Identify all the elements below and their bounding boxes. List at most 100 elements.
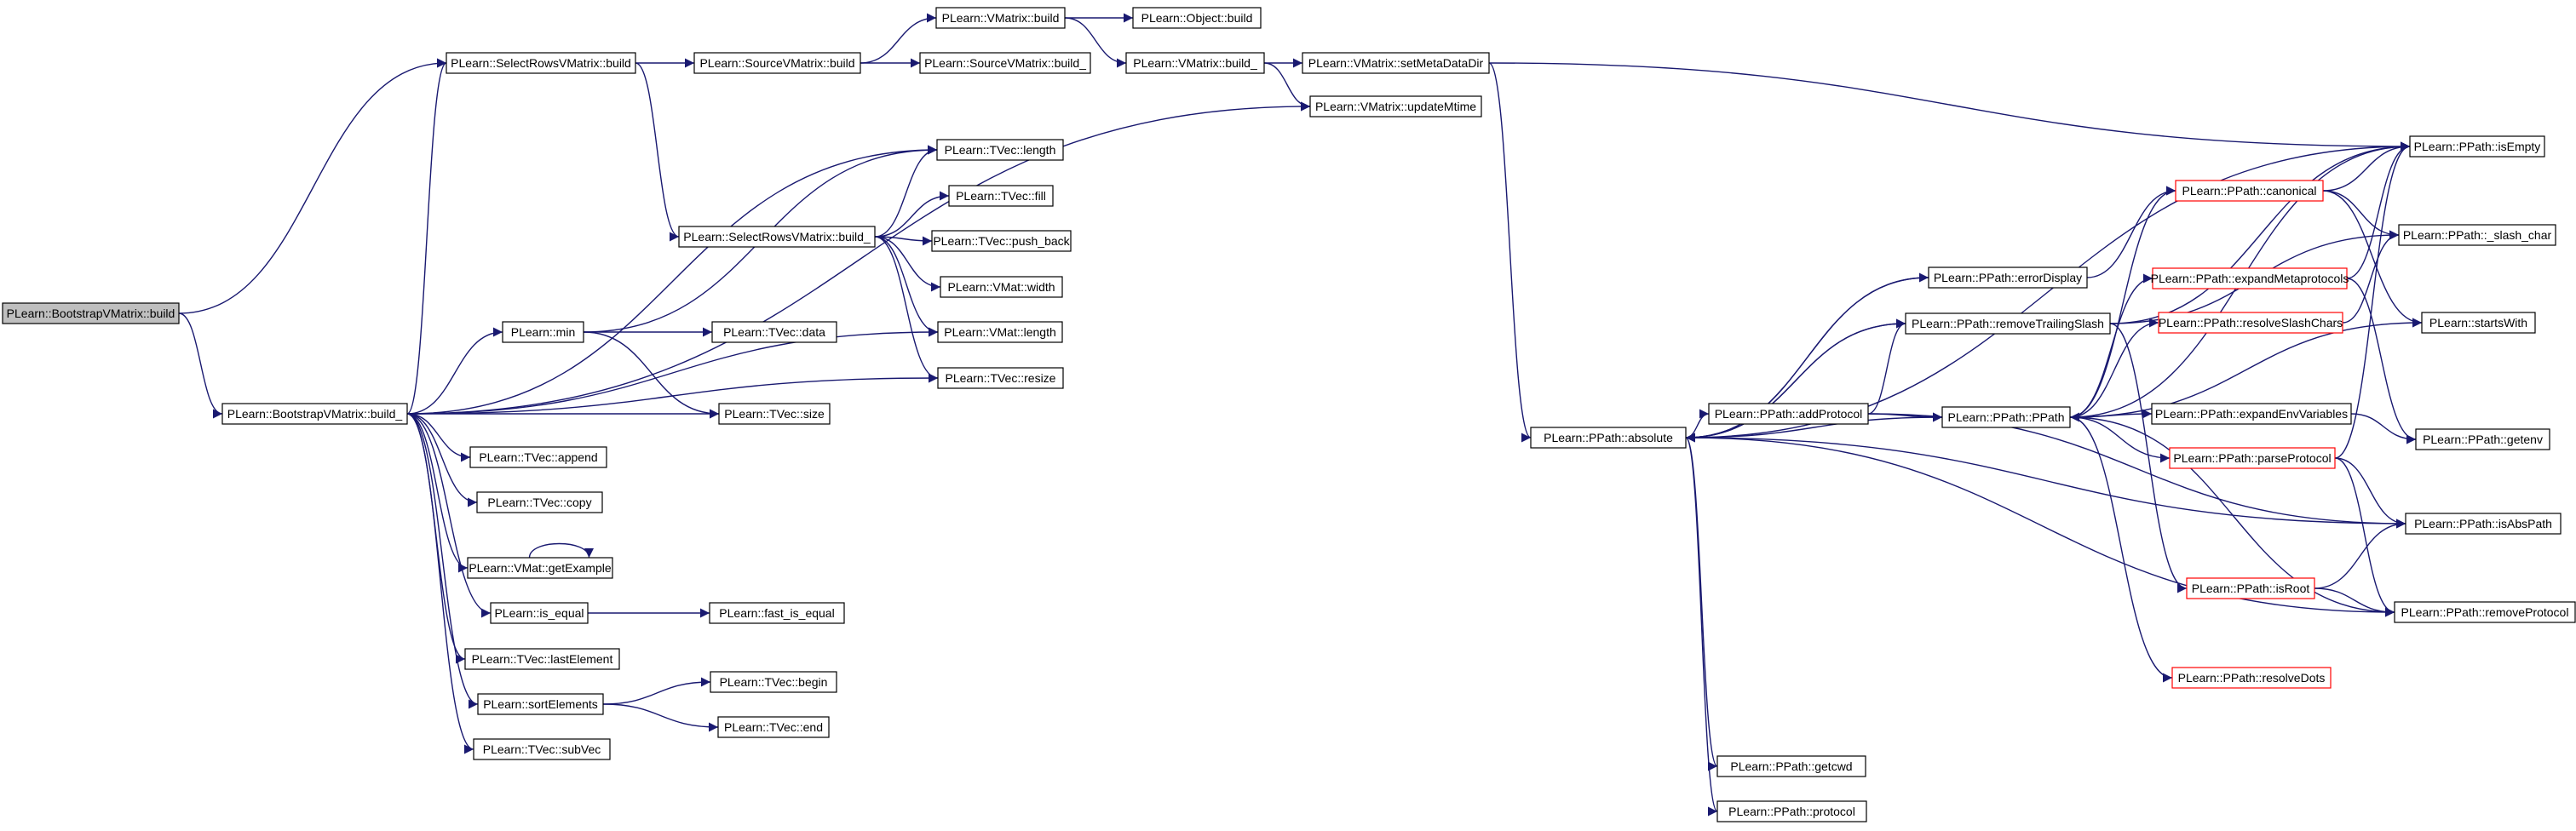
edge-pp_parseproto-to-pp_isempty [2334,141,2411,459]
node-label: PLearn::TVec::resize [946,371,1056,385]
edge-srvm_build-to-srvm_build_ [635,62,680,242]
edge-pp_errdisp-to-pp_canonical [2086,186,2176,278]
node-tv-last[interactable]: PLearn::TVec::lastElement [464,648,620,670]
node-box [936,139,1064,161]
node-tv-push[interactable]: PLearn::TVec::push_back [931,230,1072,252]
edge-min-to-tv_size [583,331,720,419]
node-vmat-length[interactable]: PLearn::VMat::length [937,321,1063,343]
node-srvm-build-[interactable]: PLearn::SelectRowsVMatrix::build_ [678,226,876,248]
node-label: PLearn::SelectRowsVMatrix::build [451,56,631,70]
node-tv-end[interactable]: PLearn::TVec::end [717,716,830,738]
node-tv-resize[interactable]: PLearn::TVec::resize [937,367,1064,389]
node-obj-build[interactable]: PLearn::Object::build [1132,7,1262,29]
node-pp-remtrail[interactable]: PLearn::PPath::removeTrailingSlash [1905,312,2111,335]
node-label: PLearn::fast_is_equal [719,606,834,620]
node-pp-isempty[interactable]: PLearn::PPath::isEmpty [2409,135,2545,158]
node-sortel[interactable]: PLearn::sortElements [477,693,604,715]
node-tv-append[interactable]: PLearn::TVec::append [469,446,607,468]
node-label: PLearn::TVec::size [724,407,825,421]
edge-pp_ppath-to-pp_resslash [2069,318,2159,418]
node-pp-canonical[interactable]: PLearn::PPath::canonical [2175,180,2324,202]
node-tv-fill[interactable]: PLearn::TVec::fill [948,185,1054,207]
node-pp-expenv[interactable]: PLearn::PPath::expandEnvVariables [2151,403,2352,425]
node-pp-getcwd[interactable]: PLearn::PPath::getcwd [1716,755,1866,777]
node-label: PLearn::TVec::push_back [933,234,1070,248]
edge-pp_canonical-to-startswith [2322,190,2423,328]
node-box [711,321,837,343]
node-startswith[interactable]: PLearn::startsWith [2421,312,2536,334]
node-label: PLearn::VMat::width [947,280,1055,294]
edge-srvm_build_-to-vmat_width [874,236,941,292]
node-tv-length[interactable]: PLearn::TVec::length [936,139,1064,161]
node-box [1530,427,1687,449]
edge-pp_expmeta-to-pp_isempty [2346,141,2411,279]
node-svm-build[interactable]: PLearn::SourceVMatrix::build [693,52,861,74]
node-tv-subvec[interactable]: PLearn::TVec::subVec [473,738,611,760]
node-pp-protocol[interactable]: PLearn::PPath::protocol [1716,800,1867,822]
edge-bvm_build_-to-tv_append [406,413,471,462]
node-box [469,446,607,468]
node-pp-parseproto[interactable]: PLearn::PPath::parseProtocol [2169,447,2336,469]
node-layer: PLearn::BootstrapVMatrix::buildPLearn::B… [2,7,2576,822]
node-bvm-build-[interactable]: PLearn::BootstrapVMatrix::build_ [221,403,408,425]
edge-bvm_build_-to-tv_copy [406,413,478,507]
node-is-equal[interactable]: PLearn::is_equal [490,602,589,624]
node-vmat-width[interactable]: PLearn::VMat::width [940,276,1063,298]
edge-setmeta-to-pp_absolute [1488,62,1532,443]
node-label: PLearn::is_equal [494,606,584,620]
node-svm-build-[interactable]: PLearn::SourceVMatrix::build_ [919,52,1091,74]
edge-pp_canonical-to-pp_slashchar [2322,190,2400,240]
node-pp-resdots[interactable]: PLearn::PPath::resolveDots [2171,667,2332,689]
edge-pp_ppath-to-pp_expmeta [2069,273,2153,418]
node-label: PLearn::PPath::parseProtocol [2173,451,2331,465]
edge-pp_errdisp-to-pp_absolute [1685,277,1929,443]
edge-pp_remproto-to-pp_ppath [2069,412,2395,613]
node-tv-begin[interactable]: PLearn::TVec::begin [710,671,837,693]
edge-sortel-to-tv_end [602,703,719,732]
node-pp-resslash[interactable]: PLearn::PPath::resolveSlashChars [2158,312,2343,334]
node-label: PLearn::PPath::getenv [2423,433,2543,446]
node-box [710,671,837,693]
edge-bvm_build_-to-srvm_build [406,58,447,415]
node-box [1708,403,1869,425]
node-tv-size[interactable]: PLearn::TVec::size [718,403,831,425]
node-tv-copy[interactable]: PLearn::TVec::copy [476,491,603,513]
node-min[interactable]: PLearn::min [502,321,584,343]
node-label: PLearn::PPath::absolute [1544,431,1673,444]
node-getexample[interactable]: PLearn::VMat::getExample [467,557,613,579]
edge-vm_build-to-vm_build_ [1064,17,1127,68]
node-box [2151,403,2352,425]
node-box [693,52,861,74]
edge-srvm_build_-to-tv_fill [874,191,950,238]
node-vm-build[interactable]: PLearn::VMatrix::build [935,7,1066,29]
node-pp-getenv[interactable]: PLearn::PPath::getenv [2415,428,2550,450]
node-vm-build-[interactable]: PLearn::VMatrix::build_ [1125,52,1265,74]
node-setmeta[interactable]: PLearn::VMatrix::setMetaDataDir [1302,52,1490,74]
node-pp-slashchar[interactable]: PLearn::PPath::_slash_char [2398,224,2556,246]
node-label: PLearn::VMatrix::build_ [1133,56,1257,70]
node-box [2409,135,2545,158]
node-box [477,693,604,715]
node-root[interactable]: PLearn::BootstrapVMatrix::build [2,302,180,324]
node-label: PLearn::TVec::copy [487,496,591,509]
node-box [1905,312,2111,335]
edge-bvm_build_-to-updmtime [406,101,1311,415]
node-box [2421,312,2536,334]
node-pp-remproto[interactable]: PLearn::PPath::removeProtocol [2394,601,2576,623]
node-srvm-build[interactable]: PLearn::SelectRowsVMatrix::build [446,52,636,74]
node-box [2175,180,2324,202]
node-pp-isroot[interactable]: PLearn::PPath::isRoot [2186,577,2315,599]
node-fast-is-equal[interactable]: PLearn::fast_is_equal [709,602,845,624]
node-pp-isabs[interactable]: PLearn::PPath::isAbsPath [2405,513,2562,535]
node-pp-expmeta[interactable]: PLearn::PPath::expandMetaprotocols [2151,267,2349,289]
node-label: PLearn::TVec::lastElement [472,652,613,666]
node-pp-errdisp[interactable]: PLearn::PPath::errorDisplay [1928,266,2088,289]
node-pp-ppath[interactable]: PLearn::PPath::PPath [1941,406,2071,428]
node-label: PLearn::sortElements [483,697,598,711]
node-updmtime[interactable]: PLearn::VMatrix::updateMtime [1309,95,1482,117]
node-label: PLearn::TVec::length [945,143,1056,157]
edge-root-to-srvm_build [178,58,447,314]
node-pp-absolute[interactable]: PLearn::PPath::absolute [1530,427,1687,449]
node-pp-addproto[interactable]: PLearn::PPath::addProtocol [1708,403,1869,425]
node-tv-data[interactable]: PLearn::TVec::data [711,321,837,343]
